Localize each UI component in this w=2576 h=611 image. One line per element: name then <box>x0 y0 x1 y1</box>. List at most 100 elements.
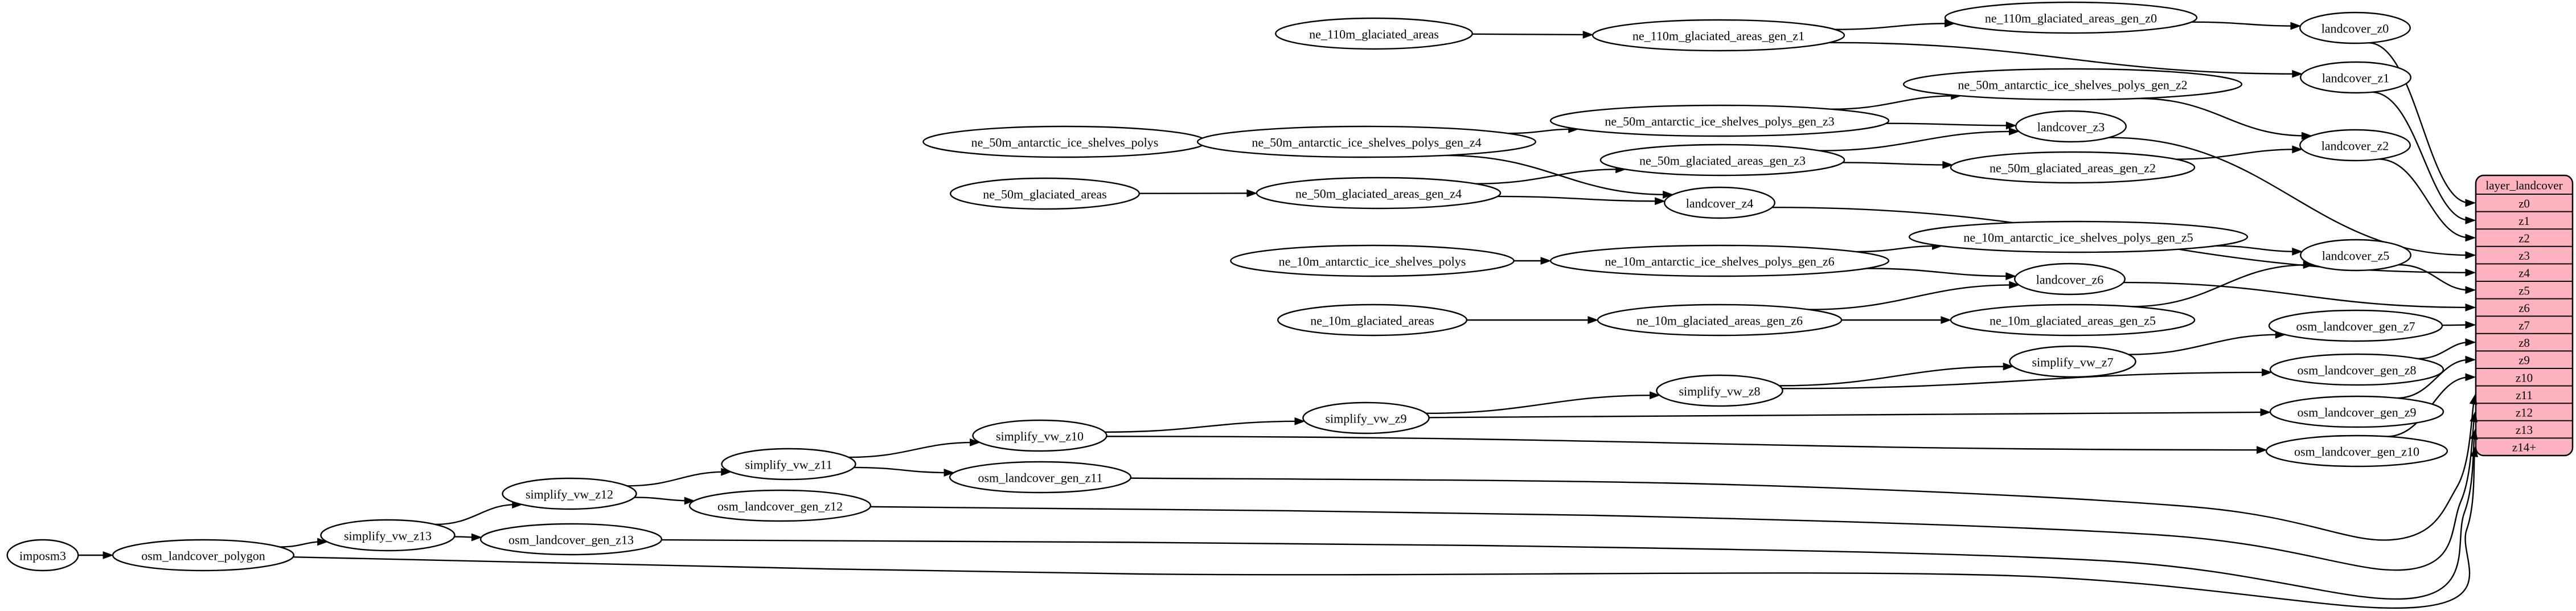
node-label-osm_landcover_gen_z9: osm_landcover_gen_z9 <box>2298 405 2417 420</box>
table-row-z1: z1 <box>2518 214 2530 228</box>
table-row-z12: z12 <box>2516 406 2533 420</box>
node-label-osm_landcover_gen_z13: osm_landcover_gen_z13 <box>508 533 634 547</box>
node-ne_110m_glaciated_areas <box>1275 17 1473 50</box>
node-label-osm_landcover_gen_z7: osm_landcover_gen_z7 <box>2296 319 2415 334</box>
edge-osm_landcover_polygon-to-simplify_vw_z13 <box>280 541 322 548</box>
node-simplify_vw_z7 <box>2009 345 2136 378</box>
edge-osm_landcover_gen_z7-to-layer-z7 <box>2442 324 2470 326</box>
node-label-ne_10m_antarctic_ice_shelves_polys_gen_z6: ne_10m_antarctic_ice_shelves_polys_gen_z… <box>1605 255 1834 269</box>
edge-ne_110m_glaciated_areas_gen_z1-to-landcover_z1 <box>1829 42 2296 75</box>
edge-simplify_vw_z13-to-osm_landcover_gen_z13 <box>454 536 476 538</box>
node-label-landcover_z4: landcover_z4 <box>1686 196 1754 211</box>
node-label-simplify_vw_z10: simplify_vw_z10 <box>996 429 1084 444</box>
node-ne_50m_antarctic_ice_shelves_polys_gen_z3 <box>1549 104 1890 137</box>
edge-ne_50m_glaciated_areas_gen_z4-to-landcover_z4 <box>1497 195 1659 202</box>
table-row-z13: z13 <box>2516 423 2533 437</box>
edge-simplify_vw_z10-to-simplify_vw_z9 <box>1105 420 1299 433</box>
node-label-simplify_vw_z9: simplify_vw_z9 <box>1326 412 1407 426</box>
edge-simplify_vw_z12-to-osm_landcover_gen_z12 <box>634 497 689 502</box>
node-osm_landcover_gen_z12 <box>688 489 872 522</box>
edge-simplify_vw_z8-to-osm_landcover_gen_z8 <box>1782 371 2266 389</box>
node-simplify_vw_z12 <box>502 477 637 510</box>
edge-simplify_vw_z10-to-osm_landcover_gen_z10 <box>1106 436 2261 451</box>
edge-ne_110m_glaciated_areas_gen_z0-to-landcover_z0 <box>2191 21 2295 27</box>
edge-osm_landcover_gen_z9-to-layer-z9 <box>2397 359 2470 399</box>
edge-ne_110m_glaciated_areas-to-ne_110m_glaciated_areas_gen_z1 <box>1472 33 1588 36</box>
node-label-ne_50m_glaciated_areas_gen_z2: ne_50m_glaciated_areas_gen_z2 <box>1990 161 2156 175</box>
node-label-simplify_vw_z13: simplify_vw_z13 <box>344 529 432 543</box>
node-ne_50m_glaciated_areas_gen_z2 <box>1950 151 2196 184</box>
edge-simplify_vw_z7-to-osm_landcover_gen_z7 <box>2128 334 2280 355</box>
node-label-ne_10m_antarctic_ice_shelves_polys: ne_10m_antarctic_ice_shelves_polys <box>1279 255 1466 269</box>
node-label-simplify_vw_z8: simplify_vw_z8 <box>1679 384 1761 399</box>
edge-osm_landcover_gen_z13-to-layer-z13 <box>661 434 2475 600</box>
node-osm_landcover_gen_z8 <box>2269 353 2444 386</box>
node-ne_10m_glaciated_areas <box>1277 304 1467 337</box>
edge-ne_50m_antarctic_ice_shelves_polys_gen_z2-to-landcover_z2 <box>2138 97 2306 137</box>
node-label-ne_50m_antarctic_ice_shelves_polys: ne_50m_antarctic_ice_shelves_polys <box>971 136 1159 150</box>
node-label-ne_50m_glaciated_areas_gen_z4: ne_50m_glaciated_areas_gen_z4 <box>1295 187 1462 201</box>
node-label-landcover_z2: landcover_z2 <box>2321 139 2389 153</box>
edge-landcover_z2-to-layer-z2 <box>2378 158 2470 239</box>
edge-osm_landcover_gen_z8-to-layer-z8 <box>2418 341 2470 360</box>
edge-ne_50m_antarctic_ice_shelves_polys_gen_z4-to-ne_50m_antarctic_ice_shelves_polys_gen_z3 <box>1508 128 1573 134</box>
edge-landcover_z6-to-layer-z6 <box>2123 281 2470 309</box>
edge-ne_50m_glaciated_areas_gen_z4-to-ne_50m_glaciated_areas_gen_z3 <box>1475 169 1620 184</box>
edge-ne_10m_antarctic_ice_shelves_polys_gen_z6-to-landcover_z6 <box>1866 268 2010 277</box>
table-row-z7: z7 <box>2518 319 2530 333</box>
node-ne_10m_antarctic_ice_shelves_polys <box>1230 244 1515 277</box>
node-simplify_vw_z8 <box>1656 374 1783 407</box>
node-ne_110m_glaciated_areas_gen_z0 <box>1944 1 2198 34</box>
node-osm_landcover_gen_z7 <box>2268 309 2443 342</box>
table-row-z8: z8 <box>2518 336 2530 350</box>
edge-osm_landcover_gen_z12-to-layer-z12 <box>870 417 2475 571</box>
node-simplify_vw_z11 <box>721 448 856 481</box>
node-ne_110m_glaciated_areas_gen_z1 <box>1591 19 1845 52</box>
table-row-z0: z0 <box>2518 196 2530 210</box>
edge-ne_50m_glaciated_areas_gen_z3-to-landcover_z3 <box>1819 130 2013 151</box>
node-ne_10m_glaciated_areas_gen_z6 <box>1597 304 1843 337</box>
node-landcover_z2 <box>2299 129 2411 162</box>
node-ne_50m_glaciated_areas_gen_z3 <box>1599 143 1845 177</box>
node-label-simplify_vw_z11: simplify_vw_z11 <box>745 458 832 472</box>
node-label-landcover_z5: landcover_z5 <box>2322 249 2390 263</box>
node-osm_landcover_polygon <box>112 539 295 572</box>
node-ne_50m_glaciated_areas <box>949 177 1140 210</box>
edge-simplify_vw_z11-to-simplify_vw_z10 <box>848 441 974 458</box>
node-simplify_vw_z9 <box>1302 401 1430 434</box>
node-ne_50m_antarctic_ice_shelves_polys_gen_z2 <box>1902 68 2243 101</box>
node-osm_landcover_gen_z10 <box>2265 434 2448 468</box>
node-label-ne_10m_glaciated_areas_gen_z6: ne_10m_glaciated_areas_gen_z6 <box>1636 314 1803 328</box>
node-label-ne_50m_glaciated_areas: ne_50m_glaciated_areas <box>983 187 1106 202</box>
table-row-z11: z11 <box>2516 388 2533 402</box>
node-label-ne_10m_glaciated_areas_gen_z5: ne_10m_glaciated_areas_gen_z5 <box>1990 314 2156 328</box>
node-label-imposm3: imposm3 <box>19 549 66 563</box>
node-label-ne_110m_glaciated_areas: ne_110m_glaciated_areas <box>1309 27 1439 42</box>
node-landcover_z3 <box>2015 110 2127 143</box>
node-ne_50m_glaciated_areas_gen_z4 <box>1256 177 1502 210</box>
node-landcover_z1 <box>2299 61 2411 94</box>
table-title: layer_landcover <box>2485 179 2562 192</box>
node-ne_10m_antarctic_ice_shelves_polys_gen_z6 <box>1549 244 1890 277</box>
node-label-landcover_z0: landcover_z0 <box>2321 22 2389 36</box>
node-ne_10m_glaciated_areas_gen_z5 <box>1950 304 2196 337</box>
node-landcover_z5 <box>2299 239 2411 272</box>
edge-landcover_z1-to-layer-z1 <box>2371 91 2470 222</box>
node-label-osm_landcover_gen_z10: osm_landcover_gen_z10 <box>2294 445 2419 459</box>
node-label-simplify_vw_z12: simplify_vw_z12 <box>526 487 613 502</box>
node-label-osm_landcover_gen_z12: osm_landcover_gen_z12 <box>717 499 843 514</box>
table-row-z2: z2 <box>2518 232 2530 245</box>
edge-landcover_z3-to-layer-z3 <box>2109 137 2470 256</box>
table-row-z10: z10 <box>2516 371 2533 384</box>
node-label-simplify_vw_z7: simplify_vw_z7 <box>2032 355 2114 370</box>
node-ne_10m_antarctic_ice_shelves_polys_gen_z5 <box>1908 220 2249 253</box>
node-osm_landcover_gen_z13 <box>479 523 663 556</box>
node-landcover_z4 <box>1663 186 1775 219</box>
node-label-ne_50m_glaciated_areas_gen_z3: ne_50m_glaciated_areas_gen_z3 <box>1639 154 1806 168</box>
node-label-osm_landcover_polygon: osm_landcover_polygon <box>141 549 265 563</box>
node-label-landcover_z1: landcover_z1 <box>2322 71 2390 85</box>
table-row-z6: z6 <box>2518 301 2530 315</box>
edge-simplify_vw_z12-to-simplify_vw_z11 <box>627 471 725 487</box>
